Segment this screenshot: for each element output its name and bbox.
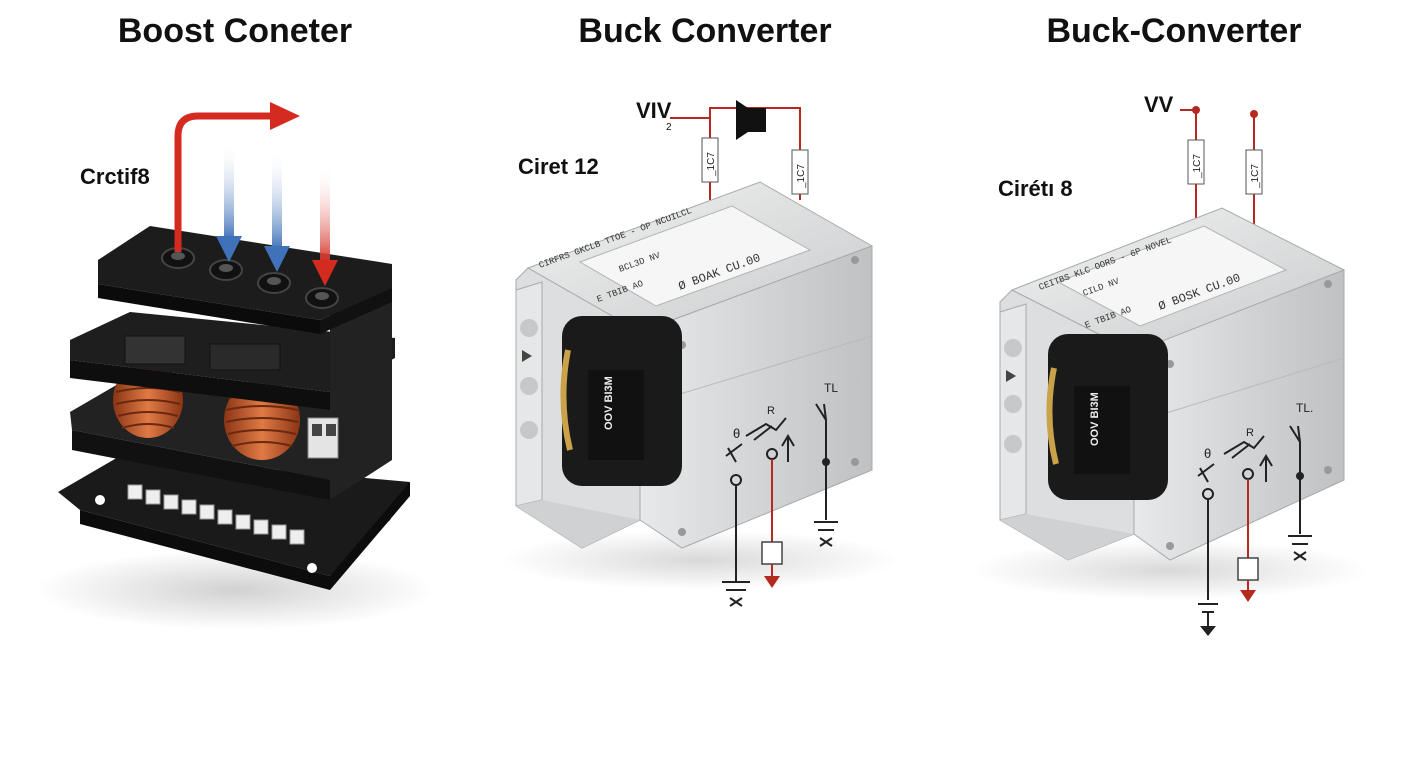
resistor-1 (1187, 139, 1205, 185)
circuit-label: Cirétı 8 (998, 176, 1073, 201)
inductor-core: OOV BI3M (1046, 334, 1168, 500)
svg-text:OOV BI3M: OOV BI3M (603, 376, 615, 430)
panel-title: Buck Converter (578, 12, 832, 50)
svg-text:_1C7: _1C7 (1192, 154, 1203, 179)
panel-title: Boost Coneter (117, 12, 353, 50)
buck-converter-illustration: VIV 2 _1C7 _1C7 CIRFRS GKCLB TTOE - OP N… (500, 98, 900, 607)
svg-text:θ: θ (733, 426, 740, 441)
resistor-2 (1245, 149, 1263, 195)
buck-converter-illustration-2: VV _1C7 _1C7 CEITBS KLC OORS - 6P NOVEL … (970, 92, 1370, 636)
blue-current-arrow-2 (264, 150, 290, 272)
switch-schematic: θ R TL (722, 381, 838, 607)
output-red-lead (1237, 479, 1259, 602)
boost-converter-illustration (35, 102, 435, 630)
red-current-arrow-out (174, 102, 300, 252)
svg-text:_1C7: _1C7 (706, 152, 717, 177)
blue-current-arrow-1 (216, 140, 242, 262)
panel-buck-converter: Buck-Converter Cirétı 8 VV _1C7 _1 (940, 0, 1408, 768)
vin-label: VV (1144, 92, 1174, 117)
vin-label: VIV (636, 98, 672, 123)
svg-text:_1C7: _1C7 (1250, 164, 1261, 189)
svg-text:TL.: TL. (1296, 401, 1313, 415)
svg-text:OOV BI3M: OOV BI3M (1089, 392, 1101, 446)
svg-text:TL: TL (824, 381, 838, 395)
terminal-pins (127, 484, 305, 545)
vin-subscript: 2 (666, 122, 672, 133)
svg-text:R: R (1246, 427, 1254, 439)
resistor-2 (791, 149, 809, 195)
svg-text:R: R (767, 405, 775, 417)
panel-boost: Boost Coneter Crctif8 (0, 0, 470, 768)
svg-text:θ: θ (1204, 446, 1211, 461)
red-current-arrow-in (312, 165, 338, 286)
svg-text:_1C7: _1C7 (796, 164, 807, 189)
inductor-core: OOV BI3M (560, 316, 682, 486)
top-terminals (161, 247, 339, 309)
circuit-label: Ciret 12 (518, 154, 599, 179)
switch-schematic: θ R TL. (1197, 401, 1313, 636)
panel-title: Buck-Converter (1046, 12, 1302, 50)
top-plate (98, 226, 392, 320)
resistor-1 (701, 137, 719, 183)
circuit-label: Crctif8 (80, 164, 150, 189)
output-red-lead (761, 459, 783, 588)
panel-buck: Buck Converter Ciret 12 VIV 2 (470, 0, 940, 768)
